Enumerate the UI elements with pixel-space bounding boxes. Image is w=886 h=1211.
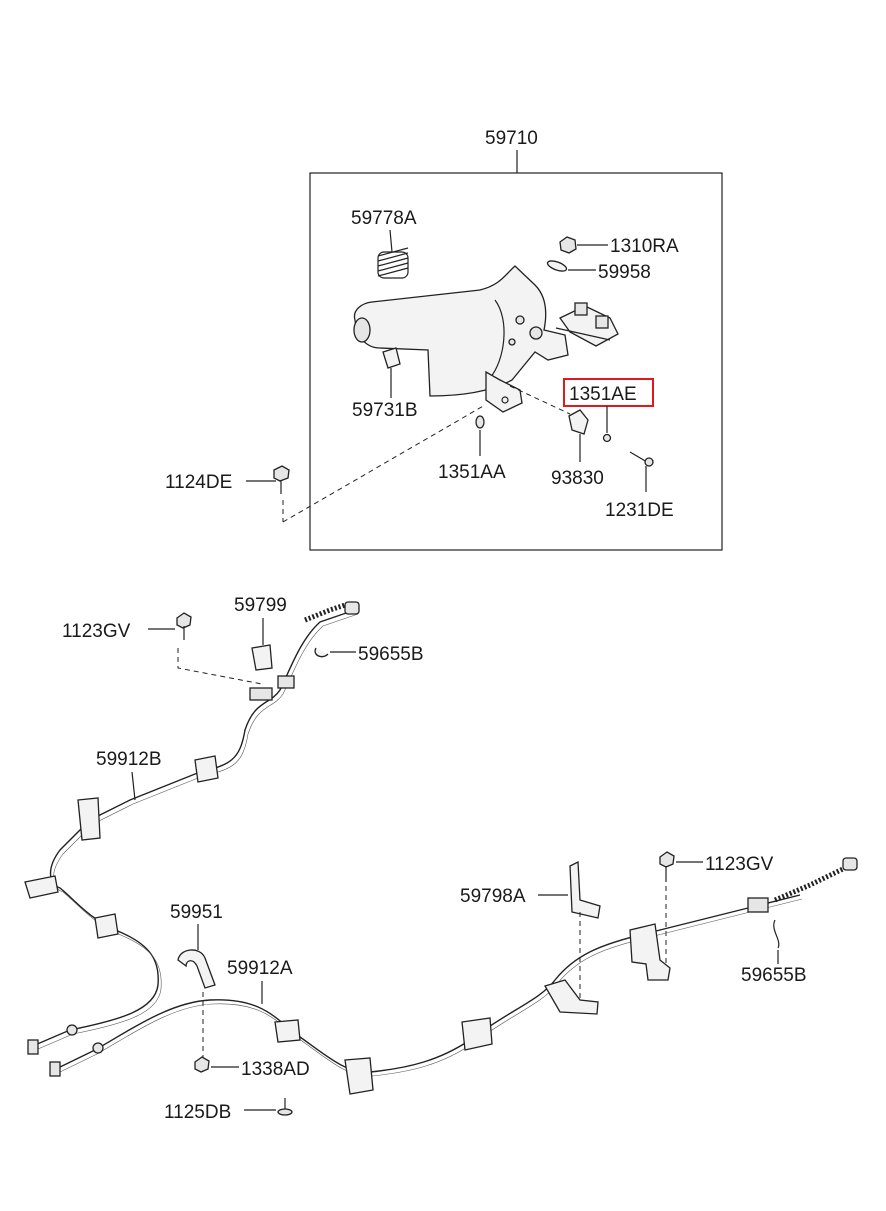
clip-part: 59958 xyxy=(546,260,651,283)
spring-icon xyxy=(377,247,409,279)
label-1310ra[interactable]: 1310RA xyxy=(610,236,679,257)
grip-icon xyxy=(382,347,401,369)
brake-lever-icon xyxy=(353,265,619,413)
lower-section: 1123GV 59798A 59951 59912A 59655B xyxy=(49,851,858,1123)
label-1338ad[interactable]: 1338AD xyxy=(241,1059,310,1080)
cable-59912b xyxy=(34,609,356,1046)
ring-59655b-icon xyxy=(314,647,329,658)
label-1123gv-right[interactable]: 1123GV xyxy=(705,854,774,875)
label-59912b[interactable]: 59912B xyxy=(96,749,162,770)
bolt-1123gv-icon xyxy=(176,612,192,629)
washer-icon xyxy=(602,433,612,443)
small-bracket-icon xyxy=(568,409,589,435)
nut-1338ad-icon xyxy=(194,1056,210,1073)
label-59799[interactable]: 59799 xyxy=(234,595,287,616)
label-93830[interactable]: 93830 xyxy=(551,468,604,489)
grip-part: 59731B xyxy=(352,347,418,421)
label-59731b[interactable]: 59731B xyxy=(352,400,418,421)
nut-part: 1310RA xyxy=(559,236,679,257)
clip-59799-icon xyxy=(251,644,273,671)
bracket-small-part: 93830 xyxy=(509,385,604,489)
label-59710[interactable]: 59710 xyxy=(485,128,538,149)
assembly-group: 59710 xyxy=(309,128,723,551)
nut-icon xyxy=(559,236,577,254)
label-1351aa[interactable]: 1351AA xyxy=(438,462,506,483)
highlight-part: 1351AE xyxy=(563,378,654,443)
screw-part: 1231DE xyxy=(605,451,674,521)
label-59655b-upper[interactable]: 59655B xyxy=(358,644,424,665)
screw-icon xyxy=(629,451,648,463)
label-59798a[interactable]: 59798A xyxy=(460,886,526,907)
label-1125db[interactable]: 1125DB xyxy=(164,1102,231,1123)
label-1351ae[interactable]: 1351AE xyxy=(569,384,637,405)
label-59958[interactable]: 59958 xyxy=(598,262,651,283)
label-59912a[interactable]: 59912A xyxy=(227,958,293,979)
bolt-icon xyxy=(273,465,290,482)
upper-section: 1123GV 59799 59655B 59912B xyxy=(24,595,424,1055)
label-59951[interactable]: 59951 xyxy=(170,902,223,923)
bracket-59798a-icon xyxy=(569,860,601,919)
label-1124de[interactable]: 1124DE xyxy=(165,472,232,493)
washer-part: 1351AA xyxy=(438,415,506,483)
label-1123gv-left[interactable]: 1123GV xyxy=(62,621,131,642)
spring-part: 59778A xyxy=(351,208,417,279)
assembly-box xyxy=(309,172,723,551)
washer-aa-icon xyxy=(475,415,485,429)
clip-59951-icon xyxy=(177,949,216,989)
clip-ring-icon xyxy=(546,260,568,272)
ring-59655b-lower-icon xyxy=(773,919,780,949)
bolt-left-part: 1124DE xyxy=(165,404,486,523)
label-59655b-lower[interactable]: 59655B xyxy=(741,965,807,986)
bolt-1123gv-right-icon xyxy=(659,851,675,868)
highlight-box xyxy=(563,378,654,407)
label-59778a[interactable]: 59778A xyxy=(351,208,417,229)
label-1231de[interactable]: 1231DE xyxy=(605,500,674,521)
